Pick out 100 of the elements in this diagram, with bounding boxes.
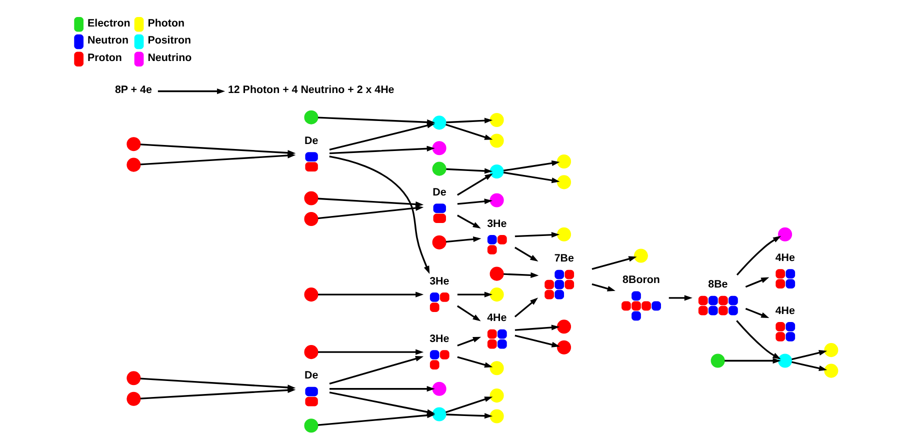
node-label: 3He <box>487 217 507 230</box>
node-circle <box>304 211 318 226</box>
node-label: 3He <box>430 332 450 344</box>
node-circle <box>304 344 318 359</box>
arrow <box>318 197 424 207</box>
node-circle <box>490 287 504 302</box>
node-circle <box>304 287 318 302</box>
legend-label: Neutron <box>88 34 128 46</box>
node-circle <box>126 370 141 385</box>
node-circle <box>490 360 504 375</box>
node-circle <box>126 136 141 151</box>
arrow <box>457 214 481 228</box>
node-circle <box>304 418 318 432</box>
arrow <box>457 291 492 297</box>
arrow <box>457 336 482 346</box>
node-text: 12 Photon + 4 Neutrino + 2 x 4He <box>228 84 394 96</box>
node-circle <box>557 319 572 334</box>
node-circle <box>432 115 446 130</box>
node-circle <box>557 174 572 189</box>
arrow <box>446 396 493 413</box>
node-circle <box>304 190 318 205</box>
arrow <box>503 171 560 183</box>
node-circle <box>432 406 446 421</box>
node-text: 8P + 4e <box>114 84 152 96</box>
node-label: De <box>432 186 446 198</box>
node-circle <box>432 161 446 176</box>
arrow <box>736 235 782 276</box>
node-label: 4He <box>775 304 795 316</box>
node-circle <box>126 391 141 406</box>
arrow <box>446 123 493 140</box>
arrow <box>724 357 781 364</box>
legend-label: Neutrino <box>148 52 192 64</box>
arrow <box>318 116 436 125</box>
arrow <box>745 307 770 318</box>
node-circle <box>490 388 504 402</box>
arrow <box>318 412 436 426</box>
legend-label: Photon <box>148 16 185 29</box>
node-label: De <box>304 369 318 382</box>
arrow <box>503 160 560 171</box>
arrow <box>330 386 435 392</box>
node-circle <box>432 140 446 155</box>
arrow <box>318 348 424 354</box>
node-label: 4He <box>487 312 507 324</box>
legend-label: Positron <box>148 34 192 46</box>
arrow <box>457 172 493 196</box>
arrow <box>514 232 560 238</box>
arrow <box>514 246 538 261</box>
node-label: 8Be <box>708 278 728 290</box>
node-circle <box>490 192 504 207</box>
node-circle <box>490 266 504 280</box>
node-label: De <box>304 134 318 146</box>
node-label: 8Boron <box>622 274 660 286</box>
node-label: 3He <box>430 274 450 287</box>
arrow <box>592 282 616 291</box>
node-label: 7Be <box>554 252 574 264</box>
node-circle <box>634 248 648 262</box>
arrow <box>140 152 296 165</box>
arrow <box>329 355 424 384</box>
arrow <box>446 236 482 242</box>
node-circle <box>778 226 792 241</box>
node-circle <box>824 363 838 378</box>
arrow <box>514 334 560 347</box>
node-circle <box>710 353 725 368</box>
node-circle <box>490 164 504 178</box>
node-circle <box>490 133 504 148</box>
legend-label: Proton <box>88 52 122 64</box>
arrow <box>329 145 435 154</box>
node-circle <box>490 112 504 127</box>
arrow <box>504 272 539 278</box>
arrow <box>514 297 538 317</box>
arrow <box>792 360 828 371</box>
arrow <box>446 168 493 174</box>
node-circle <box>824 342 838 357</box>
node-circle <box>557 154 572 168</box>
arrow <box>446 117 493 123</box>
arrow <box>457 198 492 204</box>
legend-label: Electron <box>88 16 130 29</box>
node-circle <box>778 353 792 368</box>
arrow <box>318 204 424 219</box>
node-label: 4He <box>775 251 795 264</box>
node-circle <box>557 226 572 241</box>
arrow <box>736 320 781 359</box>
node-circle <box>490 408 504 423</box>
arrow <box>457 356 493 368</box>
arrow <box>456 304 481 321</box>
node-circle <box>126 157 141 172</box>
arrow <box>668 294 692 300</box>
arrow <box>318 291 424 297</box>
node-circle <box>432 234 446 249</box>
arrow <box>514 324 560 330</box>
arrow <box>745 276 770 288</box>
arrow <box>329 155 430 274</box>
node-circle <box>432 381 446 396</box>
arrow <box>140 386 296 399</box>
arrow <box>792 350 828 360</box>
arrow <box>158 88 226 94</box>
arrow <box>592 256 637 270</box>
node-circle <box>304 110 318 124</box>
node-circle <box>557 340 572 354</box>
arrow <box>446 412 493 418</box>
